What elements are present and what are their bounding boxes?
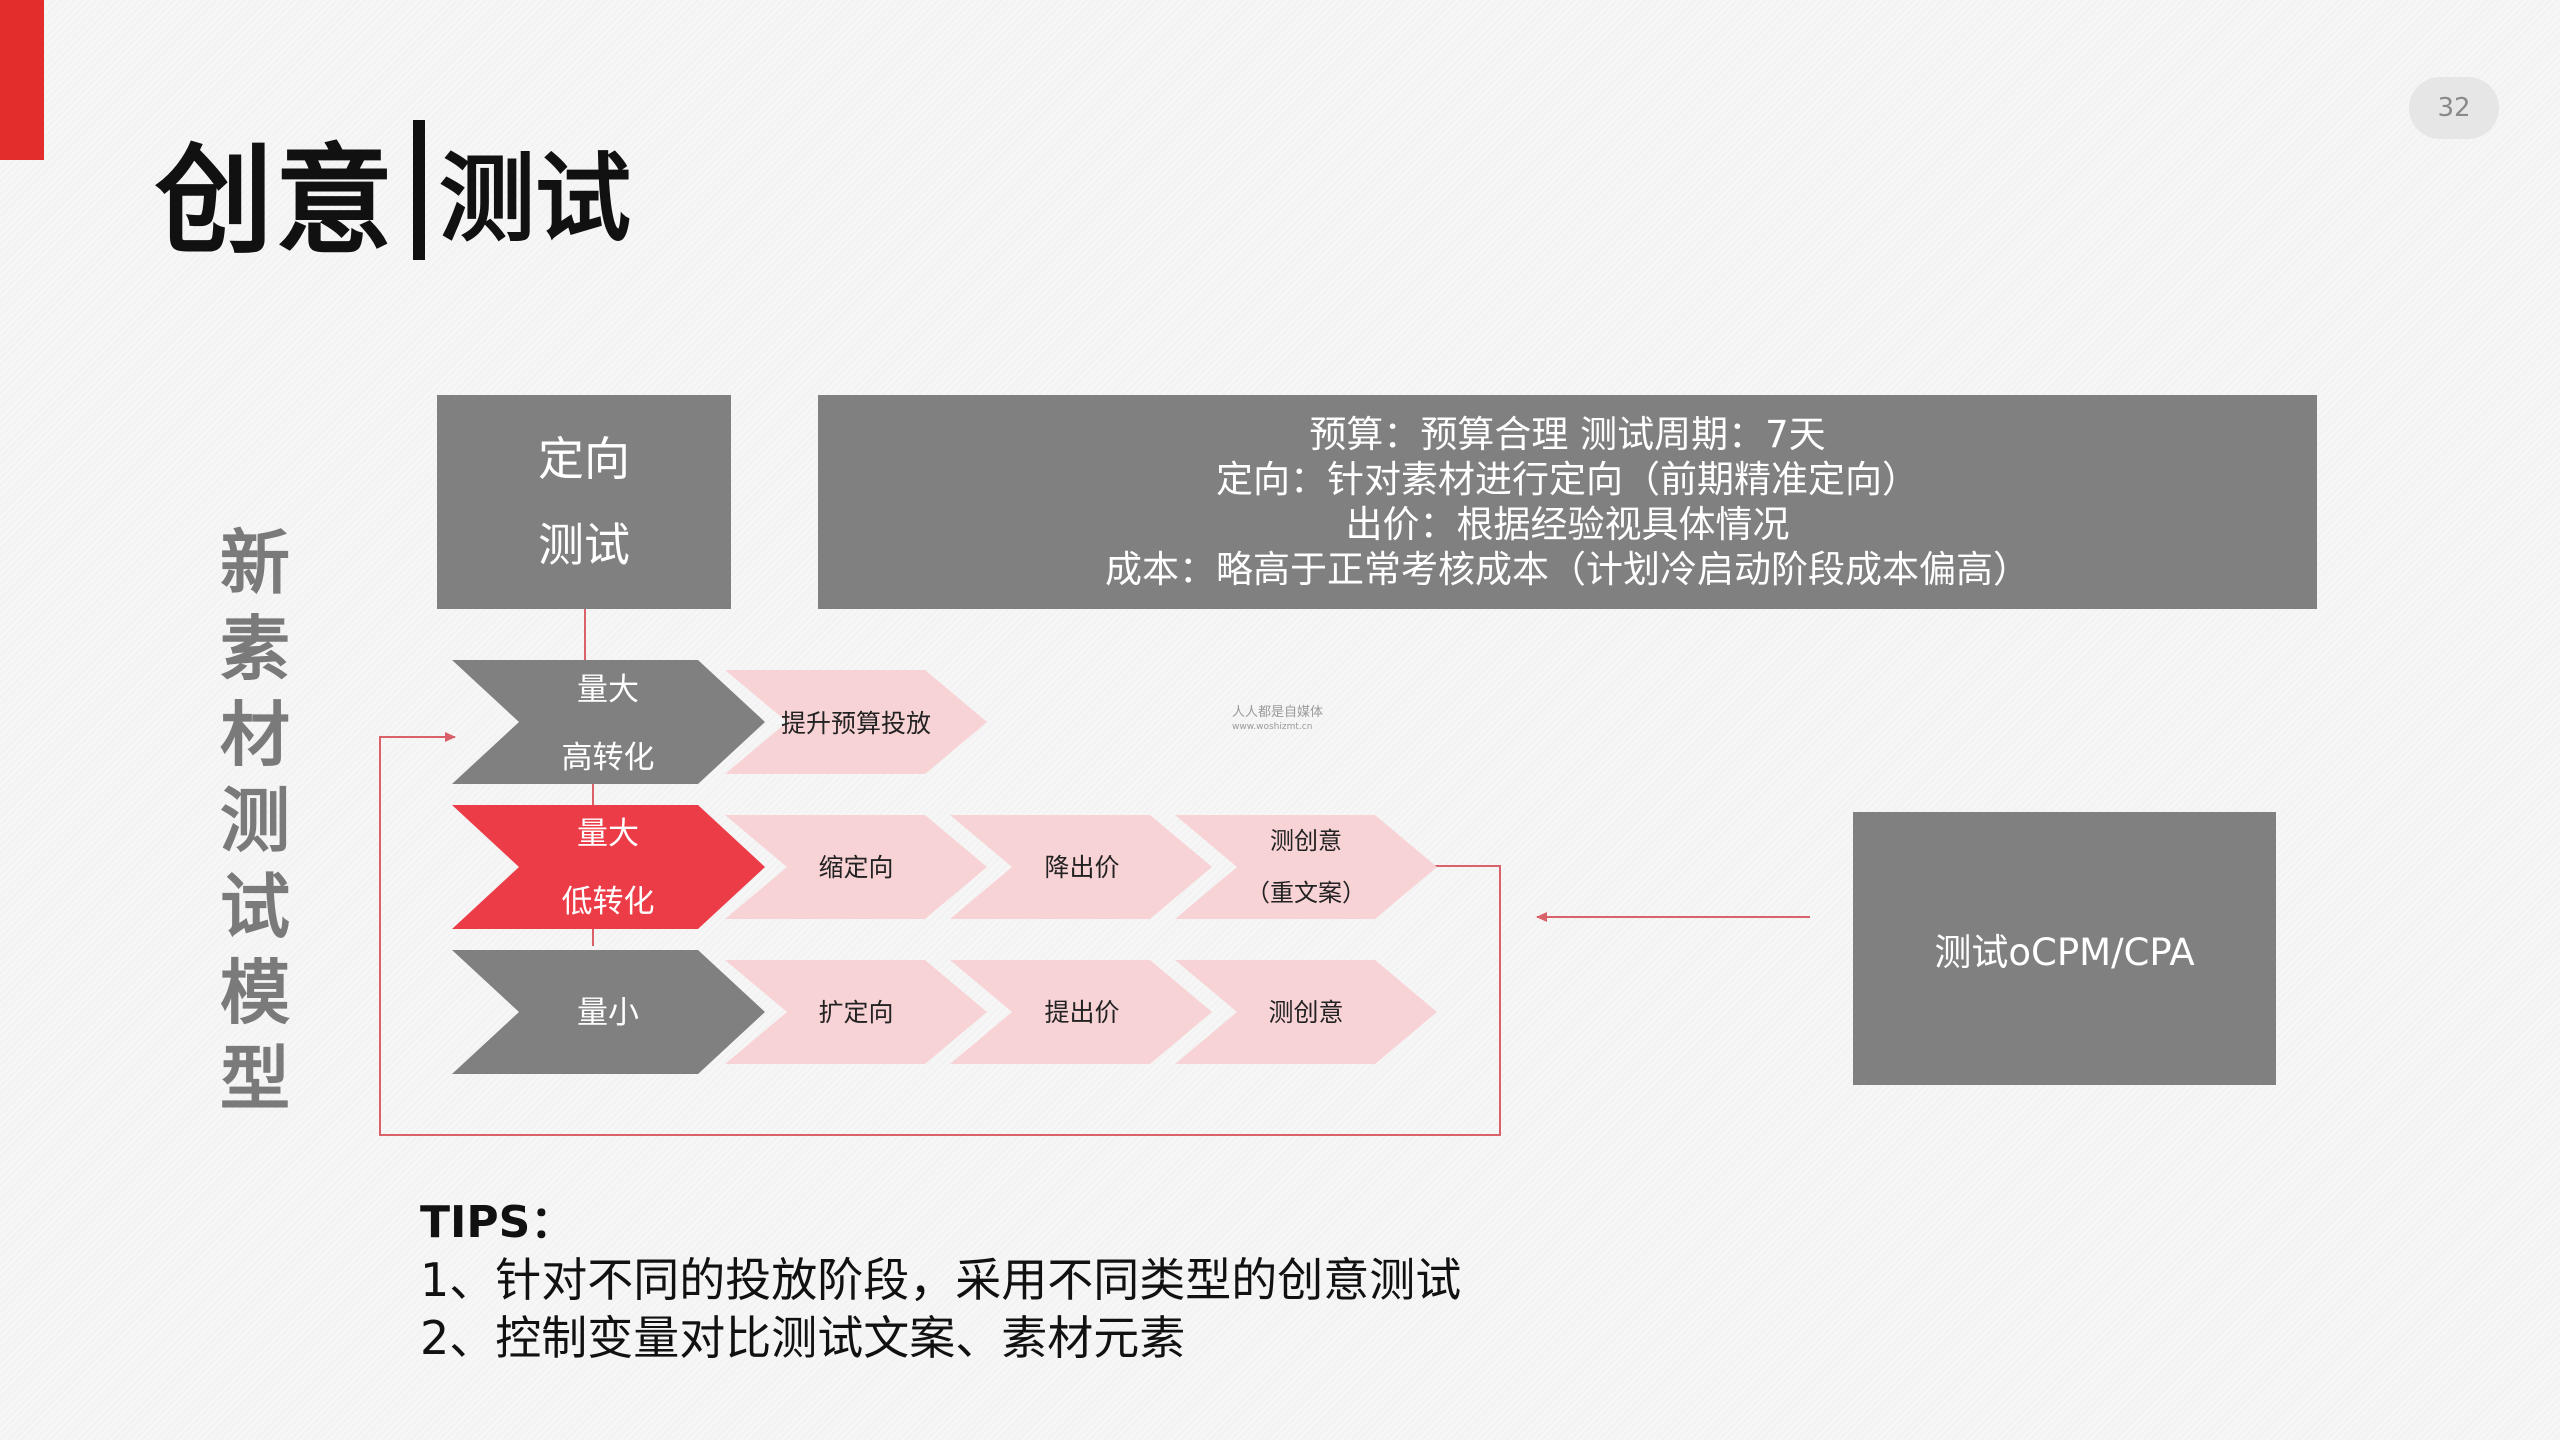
chevron-label: 提出价: [1044, 998, 1119, 1027]
model-label: 新素材测试模型: [220, 522, 290, 1120]
chevron-high-volume-high-conversion: [452, 660, 765, 784]
param-line: 成本：略高于正常考核成本（计划冷启动阶段成本偏高）: [1105, 548, 2030, 591]
title-sub: 测试: [439, 142, 632, 255]
chevron-label: 高转化: [562, 740, 655, 776]
tips-section: TIPS： 1、针对不同的投放阶段，采用不同类型的创意测试 2、控制变量对比测试…: [420, 1195, 1461, 1367]
feedback-loop-arrow: [379, 732, 1501, 1136]
test-params-box: 预算：预算合理 测试周期：7天 定向：针对素材进行定向（前期精准定向） 出价：根…: [818, 395, 2317, 609]
watermark: 人人都是自媒体 www.woshizmt.cn: [1232, 706, 1323, 734]
chevron-label: 降出价: [1044, 853, 1119, 882]
chevron-high-volume-low-conversion: [452, 805, 765, 929]
watermark-line: 人人都是自媒体: [1232, 705, 1324, 720]
param-line: 预算：预算合理 测试周期：7天: [1309, 413, 1826, 456]
accent-bar: [0, 0, 44, 160]
watermark-line: www.woshizmt.cn: [1232, 722, 1313, 732]
chevron-test-creative: [1175, 960, 1437, 1064]
chevron-label: 测创意: [1268, 998, 1343, 1027]
param-line: 定向：针对素材进行定向（前期精准定向）: [1216, 458, 1919, 501]
chevron-expand-targeting: [725, 960, 987, 1064]
chevron-test-creative-copy: [1175, 815, 1437, 919]
targeting-test-line: 测试: [538, 518, 630, 572]
chevron-raise-bid: [950, 960, 1212, 1064]
chevron-label: （重文案）: [1246, 879, 1366, 907]
chevron-narrow-targeting: [725, 815, 987, 919]
tips-title: TIPS：: [420, 1197, 575, 1248]
chevron-low-volume: [452, 950, 765, 1074]
chevron-label: 量大: [577, 816, 639, 852]
chevron-label: 低转化: [562, 884, 655, 920]
chevron-label: 扩定向: [818, 998, 893, 1027]
chevron-label: 量大: [577, 672, 639, 708]
title-divider: [413, 120, 426, 260]
tip-item: 2、控制变量对比测试文案、素材元素: [420, 1311, 1186, 1365]
ocpm-test-box: 测试oCPM/CPA: [1853, 812, 2276, 1085]
page-title: 创意 测试: [155, 115, 632, 270]
tip-item: 1、针对不同的投放阶段，采用不同类型的创意测试: [420, 1253, 1462, 1307]
targeting-test-box: 定向 测试: [437, 395, 731, 609]
chevron-label: 提升预算投放: [781, 709, 931, 738]
param-line: 出价：根据经验视具体情况: [1345, 503, 1790, 546]
page-number: 32: [2409, 77, 2499, 139]
title-main: 创意: [155, 131, 396, 270]
chevron-lower-bid: [950, 815, 1212, 919]
chevron-label: 测创意: [1270, 827, 1342, 855]
chevron-label: 量小: [577, 995, 639, 1031]
chevron-increase-budget: [725, 670, 987, 774]
targeting-test-line: 定向: [538, 432, 630, 486]
chevron-label: 缩定向: [818, 853, 893, 882]
